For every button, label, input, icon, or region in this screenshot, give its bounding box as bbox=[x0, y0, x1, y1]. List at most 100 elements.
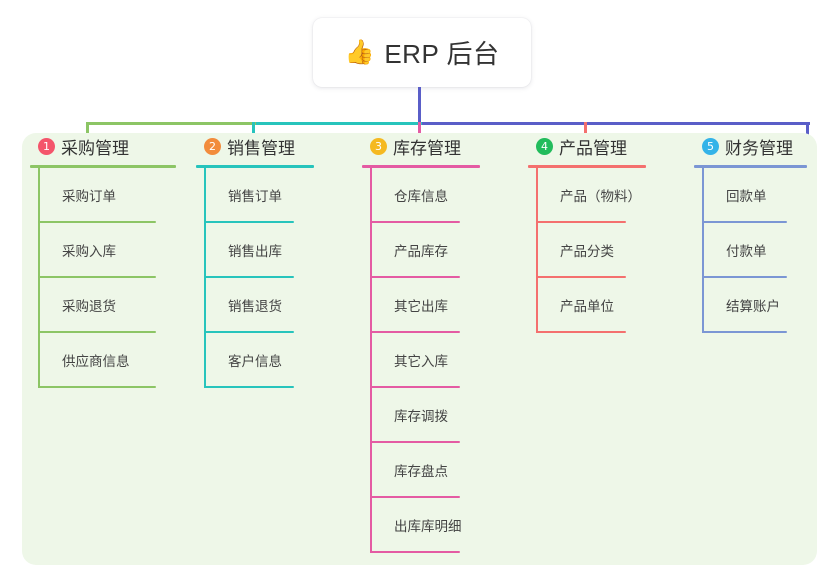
leaf-label: 其它入库 bbox=[394, 354, 448, 369]
leaf-label: 仓库信息 bbox=[394, 189, 448, 204]
leaf-node[interactable]: 结算账户 bbox=[694, 278, 807, 333]
leaf-rule bbox=[204, 221, 294, 223]
leaf-node[interactable]: 供应商信息 bbox=[30, 333, 176, 388]
leaf-node[interactable]: 采购退货 bbox=[30, 278, 176, 333]
leaf-label: 采购入库 bbox=[62, 244, 116, 259]
leaf-node[interactable]: 仓库信息 bbox=[362, 168, 480, 223]
leaf-label: 产品单位 bbox=[560, 299, 614, 314]
column-items: 回款单付款单结算账户 bbox=[694, 168, 807, 333]
column-items: 仓库信息产品库存其它出库其它入库库存调拨库存盘点出库库明细 bbox=[362, 168, 480, 553]
leaf-rule bbox=[370, 331, 460, 333]
root-title: ERP 后台 bbox=[384, 39, 500, 69]
leaf-label: 库存调拨 bbox=[394, 409, 448, 424]
leaf-rule bbox=[38, 386, 156, 388]
column-badge-1: 1 bbox=[38, 137, 55, 155]
leaf-node[interactable]: 其它入库 bbox=[362, 333, 480, 388]
column-header-3[interactable]: 3 库存管理 bbox=[362, 133, 480, 159]
leaf-node[interactable]: 付款单 bbox=[694, 223, 807, 278]
column-4: 4 产品管理产品（物料） 产品分类产品单位 bbox=[528, 133, 646, 333]
leaf-rule bbox=[204, 331, 294, 333]
leaf-rule bbox=[702, 276, 787, 278]
leaf-label: 结算账户 bbox=[726, 299, 780, 314]
column-items: 产品（物料） 产品分类产品单位 bbox=[528, 168, 646, 333]
leaf-node[interactable]: 产品（物料） bbox=[528, 168, 646, 223]
leaf-rule bbox=[536, 331, 626, 333]
leaf-node[interactable]: 销售订单 bbox=[196, 168, 314, 223]
root-node-card[interactable]: 👍 ERP 后台 bbox=[313, 18, 531, 87]
column-badge-3: 3 bbox=[370, 137, 387, 155]
leaf-rule bbox=[370, 496, 460, 498]
column-1: 1 采购管理采购订单采购入库采购退货供应商信息 bbox=[30, 133, 176, 388]
leaf-rule bbox=[38, 221, 156, 223]
column-header-rule bbox=[362, 165, 480, 168]
column-header-rule bbox=[30, 165, 176, 168]
leaf-label: 销售退货 bbox=[228, 299, 282, 314]
column-header-5[interactable]: 5 财务管理 bbox=[694, 133, 807, 159]
leaf-node[interactable]: 产品分类 bbox=[528, 223, 646, 278]
column-trunk-line bbox=[370, 168, 372, 553]
leaf-rule bbox=[536, 221, 626, 223]
leaf-label: 销售出库 bbox=[228, 244, 282, 259]
column-items: 采购订单采购入库采购退货供应商信息 bbox=[30, 168, 176, 388]
bus-segment-2 bbox=[256, 122, 422, 125]
column-title: 库存管理 bbox=[393, 138, 461, 158]
leaf-label: 客户信息 bbox=[228, 354, 282, 369]
column-header-rule bbox=[196, 165, 314, 168]
leaf-label: 销售订单 bbox=[228, 189, 282, 204]
leaf-label: 采购订单 bbox=[62, 189, 116, 204]
leaf-label: 产品（物料） bbox=[560, 189, 641, 204]
root-stem-line bbox=[418, 87, 421, 123]
leaf-rule bbox=[370, 386, 460, 388]
bus-segment-3 bbox=[422, 122, 810, 125]
column-trunk-line bbox=[702, 168, 704, 333]
column-header-4[interactable]: 4 产品管理 bbox=[528, 133, 646, 159]
leaf-label: 付款单 bbox=[726, 244, 767, 259]
column-title: 采购管理 bbox=[61, 138, 129, 158]
leaf-node[interactable]: 回款单 bbox=[694, 168, 807, 223]
column-title: 财务管理 bbox=[725, 138, 793, 158]
column-title: 产品管理 bbox=[559, 138, 627, 158]
column-trunk-line bbox=[204, 168, 206, 388]
leaf-label: 其它出库 bbox=[394, 299, 448, 314]
column-header-1[interactable]: 1 采购管理 bbox=[30, 133, 176, 159]
bus-segment-1 bbox=[86, 122, 256, 125]
leaf-node[interactable]: 采购入库 bbox=[30, 223, 176, 278]
thumbs-up-icon: 👍 bbox=[344, 38, 375, 66]
leaf-node[interactable]: 产品库存 bbox=[362, 223, 480, 278]
leaf-label: 供应商信息 bbox=[62, 354, 130, 369]
leaf-node[interactable]: 销售退货 bbox=[196, 278, 314, 333]
leaf-label: 产品分类 bbox=[560, 244, 614, 259]
leaf-rule bbox=[38, 331, 156, 333]
leaf-node[interactable]: 采购订单 bbox=[30, 168, 176, 223]
leaf-label: 库存盘点 bbox=[394, 464, 448, 479]
column-5: 5 财务管理回款单付款单结算账户 bbox=[694, 133, 807, 333]
leaf-label: 采购退货 bbox=[62, 299, 116, 314]
leaf-rule bbox=[702, 331, 787, 333]
leaf-node[interactable]: 客户信息 bbox=[196, 333, 314, 388]
leaf-label: 回款单 bbox=[726, 189, 767, 204]
leaf-node[interactable]: 库存盘点 bbox=[362, 443, 480, 498]
column-badge-4: 4 bbox=[536, 137, 553, 155]
column-badge-2: 2 bbox=[204, 137, 221, 155]
column-badge-5: 5 bbox=[702, 137, 719, 155]
column-trunk-line bbox=[536, 168, 538, 333]
leaf-rule bbox=[370, 276, 460, 278]
leaf-rule bbox=[38, 276, 156, 278]
column-3: 3 库存管理仓库信息产品库存其它出库其它入库库存调拨库存盘点出库库明细 bbox=[362, 133, 480, 553]
leaf-node[interactable]: 销售出库 bbox=[196, 223, 314, 278]
leaf-node[interactable]: 库存调拨 bbox=[362, 388, 480, 443]
column-items: 销售订单销售出库销售退货客户信息 bbox=[196, 168, 314, 388]
leaf-node[interactable]: 产品单位 bbox=[528, 278, 646, 333]
column-header-rule bbox=[528, 165, 646, 168]
column-trunk-line bbox=[38, 168, 40, 388]
leaf-rule bbox=[370, 221, 460, 223]
leaf-node[interactable]: 出库库明细 bbox=[362, 498, 480, 553]
leaf-rule bbox=[204, 386, 294, 388]
leaf-node[interactable]: 其它出库 bbox=[362, 278, 480, 333]
column-header-rule bbox=[694, 165, 807, 168]
leaf-label: 产品库存 bbox=[394, 244, 448, 259]
leaf-rule bbox=[204, 276, 294, 278]
